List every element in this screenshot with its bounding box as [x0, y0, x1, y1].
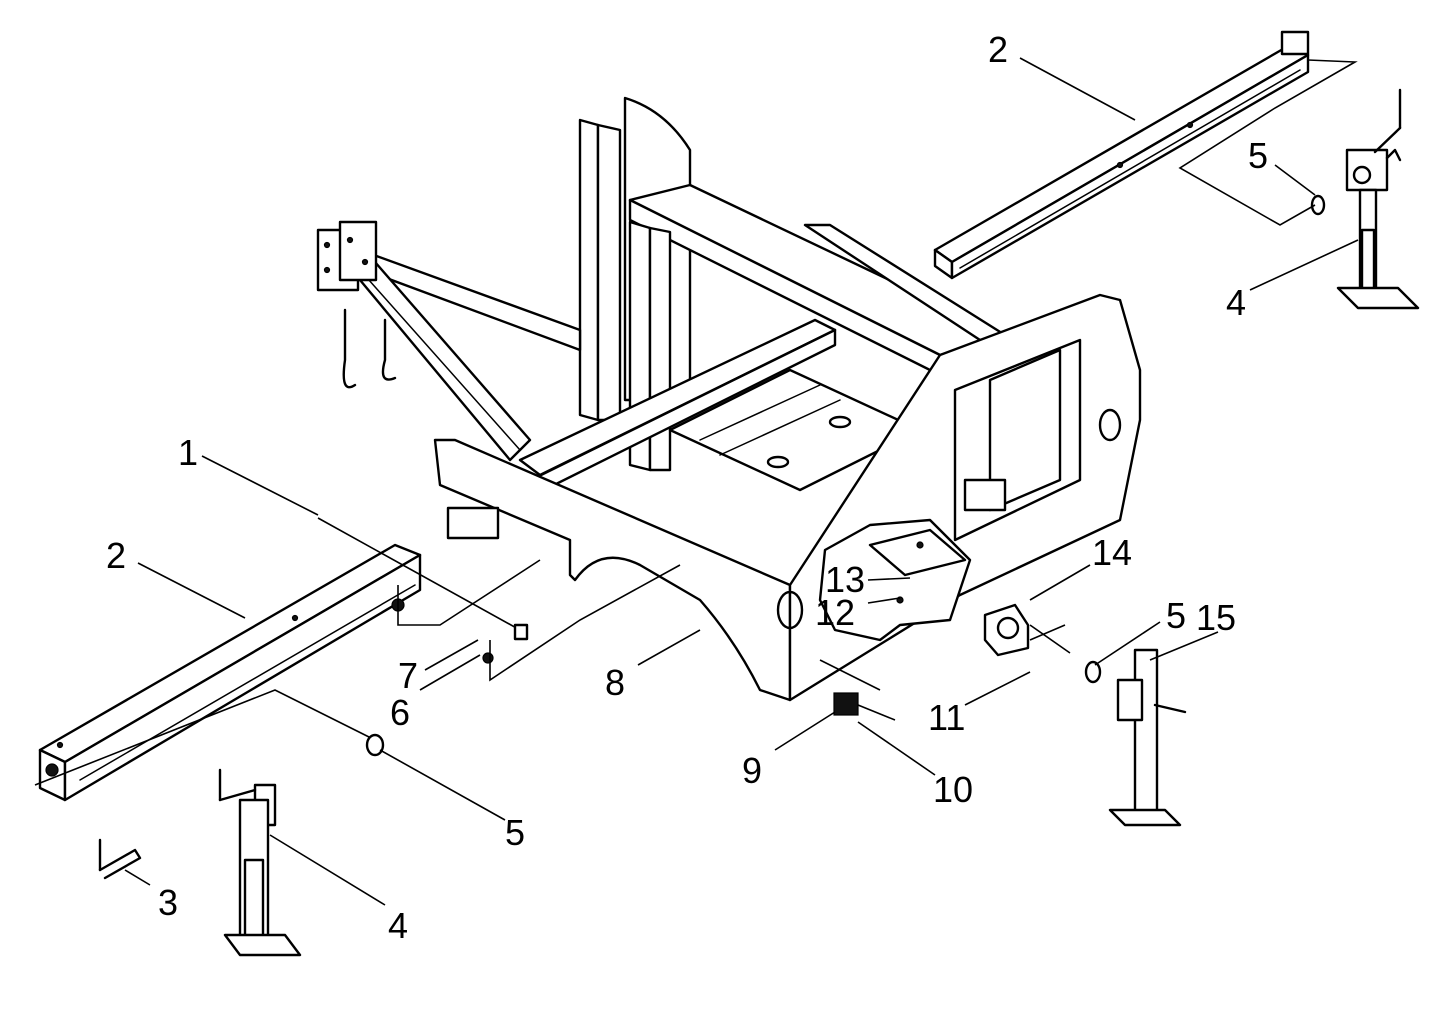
- callout-12: 12: [815, 592, 855, 633]
- callout-5-right-mid: 5: [1166, 595, 1186, 636]
- right-rear-jack-stand: [1310, 88, 1420, 310]
- mounting-bracket: [983, 603, 1071, 657]
- callout-7: 7: [398, 655, 418, 696]
- callout-10: 10: [933, 769, 973, 810]
- callout-9: 9: [742, 750, 762, 791]
- callout-labels: 2 5 4 1 2 13 12 14 5 15 7 6 8 11 9 10 5 …: [106, 29, 1268, 946]
- callout-5-right-top: 5: [1248, 135, 1268, 176]
- callout-5-left: 5: [505, 812, 525, 853]
- callout-11: 11: [928, 697, 965, 738]
- callout-2-right: 2: [988, 29, 1008, 70]
- callout-13: 13: [825, 559, 865, 600]
- callout-4-left: 4: [388, 905, 408, 946]
- callout-8: 8: [605, 662, 625, 703]
- callout-1: 1: [178, 432, 198, 473]
- trailer-frame-body: [316, 96, 1142, 702]
- left-axle-beam: [34, 543, 422, 802]
- callout-2-left: 2: [106, 535, 126, 576]
- callout-15: 15: [1196, 597, 1236, 638]
- callout-4-right: 4: [1226, 282, 1246, 323]
- right-axle-beam: [933, 30, 1358, 280]
- left-front-jack-stand: [98, 733, 385, 957]
- callout-6: 6: [390, 692, 410, 733]
- callout-14: 14: [1092, 532, 1132, 573]
- hardware-leaders: [317, 506, 896, 721]
- callout-leaders: [124, 57, 1359, 906]
- callout-3: 3: [158, 882, 178, 923]
- right-front-jack-stand: [1084, 648, 1187, 827]
